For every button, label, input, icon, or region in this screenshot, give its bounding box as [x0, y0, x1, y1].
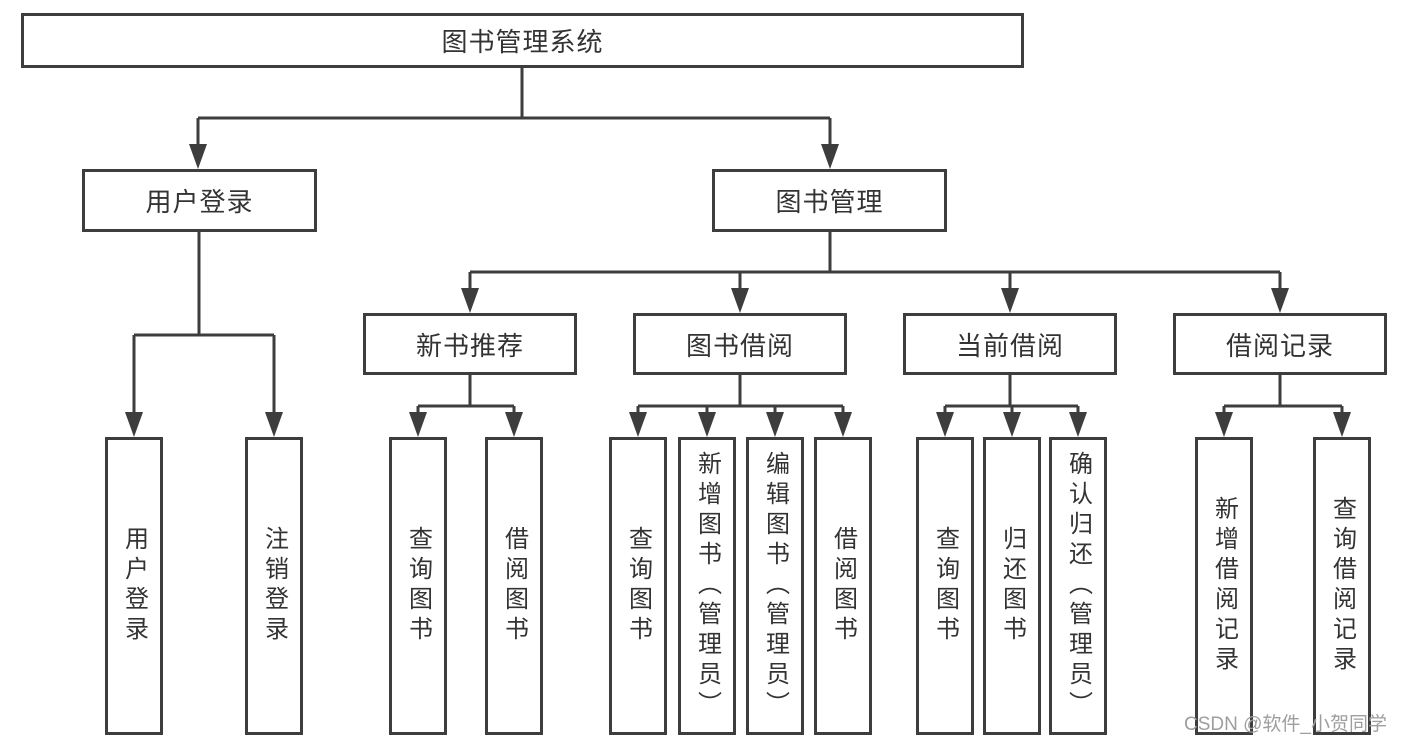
node-label: 借阅图书 [829, 526, 857, 646]
node-query-books-borrow: 查询图书 [609, 437, 667, 735]
node-label: 借阅记录 [1225, 330, 1334, 361]
node-label: 归还图书 [998, 526, 1026, 646]
node-label: 新增图书（管理员） [693, 451, 721, 721]
node-query-borrow-record: 查询借阅记录 [1313, 437, 1371, 735]
node-add-book-admin: 新增图书（管理员） [678, 437, 736, 735]
node-user-login-leaf: 用户登录 [105, 437, 163, 735]
node-book-borrowing: 图书借阅 [633, 313, 847, 375]
node-library-system: 图书管理系统 [21, 13, 1024, 68]
node-label: 查询图书 [404, 526, 432, 646]
node-label: 新增借阅记录 [1210, 496, 1238, 676]
node-label: 图书管理 [775, 187, 884, 217]
node-user-login: 用户登录 [82, 169, 317, 232]
node-borrow-books-recommend: 借阅图书 [485, 437, 543, 735]
node-query-books-current: 查询图书 [916, 437, 974, 735]
csdn-watermark: CSDN @软件_小贺同学 [1184, 714, 1387, 735]
node-label: 用户登录 [120, 526, 148, 646]
node-label: 图书管理系统 [441, 27, 604, 57]
node-label: 当前借阅 [955, 330, 1064, 361]
node-confirm-return-admin: 确认归还（管理员） [1049, 437, 1107, 735]
node-new-book-recommend: 新书推荐 [363, 313, 577, 375]
node-label: 用户登录 [145, 187, 254, 217]
node-borrow-books-leaf: 借阅图书 [814, 437, 872, 735]
connector-book-borrow-children [629, 375, 852, 437]
node-label: 新书推荐 [415, 330, 524, 361]
node-return-books: 归还图书 [983, 437, 1041, 735]
node-label: 查询借阅记录 [1328, 496, 1356, 676]
connector-current-borrow-children [936, 375, 1087, 437]
node-add-borrow-record: 新增借阅记录 [1195, 437, 1253, 735]
node-borrow-records: 借阅记录 [1173, 313, 1387, 375]
connector-new-book-children [409, 375, 523, 437]
node-query-books-recommend: 查询图书 [389, 437, 447, 735]
connector-book-management-children [461, 232, 1289, 313]
node-label: 借阅图书 [500, 526, 528, 646]
node-label: 查询图书 [931, 526, 959, 646]
node-label: 编辑图书（管理员） [761, 451, 789, 721]
connector-user-login-children [125, 232, 283, 437]
node-label: 图书借阅 [685, 330, 794, 361]
node-edit-book-admin: 编辑图书（管理员） [746, 437, 804, 735]
node-label: 确认归还（管理员） [1064, 451, 1092, 721]
node-book-management: 图书管理 [712, 169, 947, 232]
node-current-borrowing: 当前借阅 [903, 313, 1117, 375]
node-label: 查询图书 [624, 526, 652, 646]
connector-root-to-level2 [189, 68, 839, 169]
node-label: 注销登录 [260, 526, 288, 646]
connector-borrow-records-children [1215, 375, 1351, 437]
node-logout: 注销登录 [245, 437, 303, 735]
